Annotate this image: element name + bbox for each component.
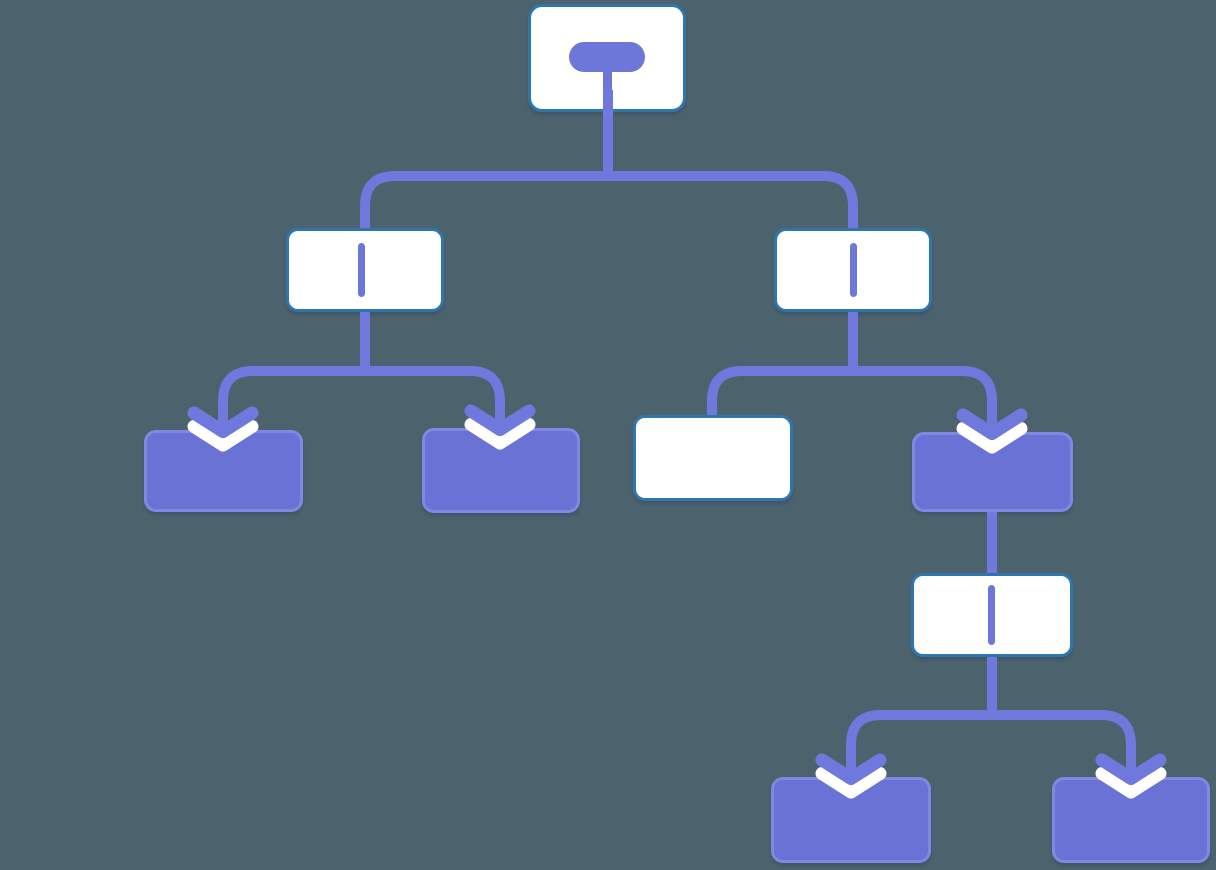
leaf-bottom-2-node (1052, 777, 1210, 863)
branch-left-to-leaves (218, 312, 505, 428)
branch-bottom-bar-glyph (988, 585, 995, 645)
branch-left-bar-glyph (358, 243, 365, 297)
root-pill-glyph (569, 42, 645, 72)
branch-right-to-children (707, 312, 997, 430)
leaf-bottom-1-node (771, 777, 931, 863)
branch-left-node (286, 228, 444, 312)
node-right-purple (912, 432, 1073, 512)
branch-bottom-to-leaves (846, 657, 1136, 775)
leaf-left-1-node (144, 430, 303, 512)
root-stem-glyph (603, 70, 612, 114)
branch-right-bar-glyph (850, 243, 857, 297)
child-right-white-node (633, 415, 793, 501)
leaf-left-2-node (422, 428, 580, 513)
